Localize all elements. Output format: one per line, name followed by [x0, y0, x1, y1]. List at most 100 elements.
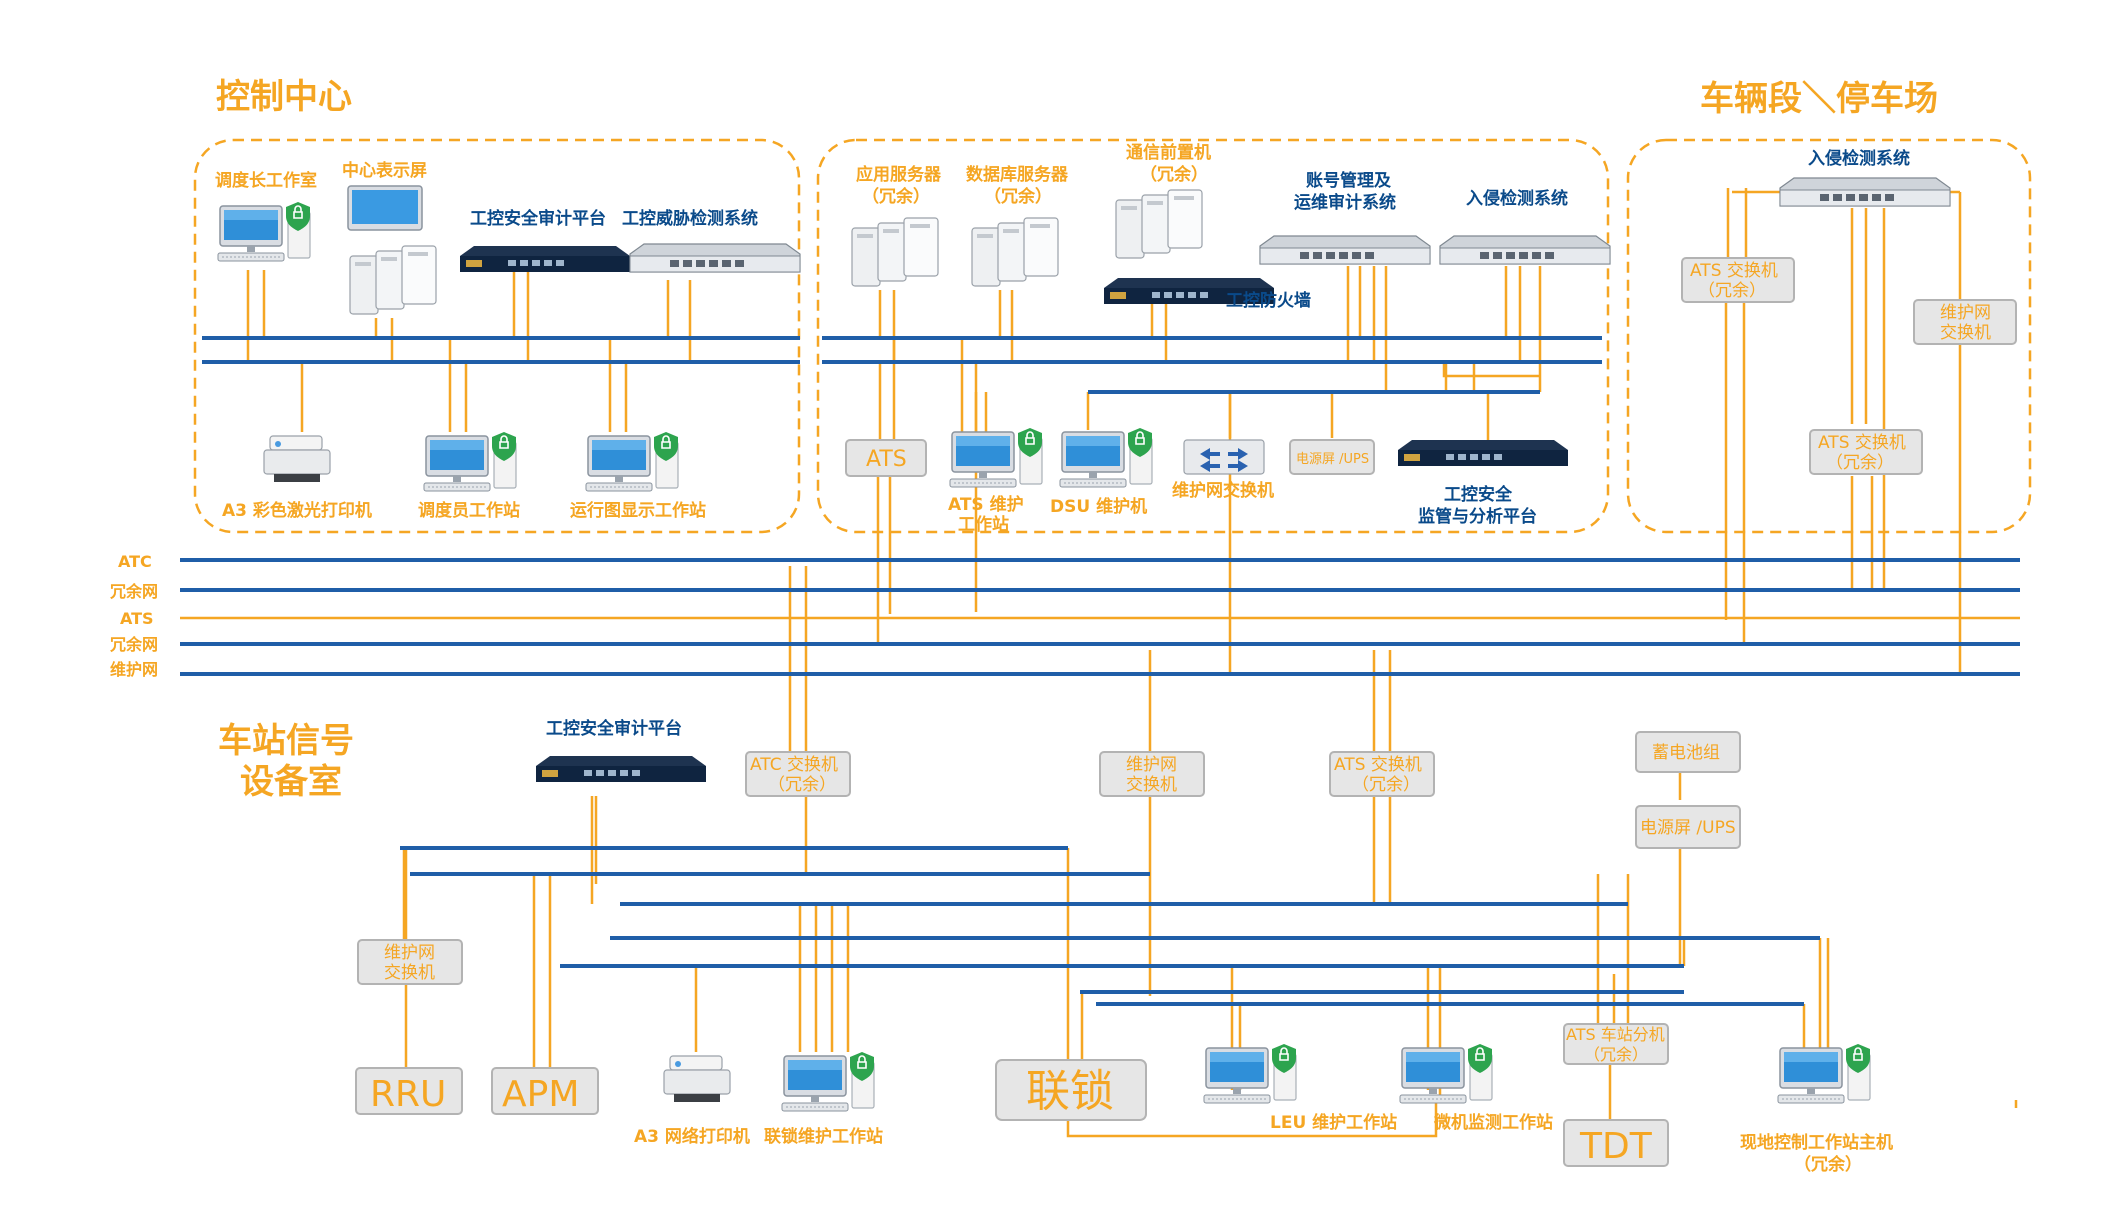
label-app-server-2: （冗余）: [862, 186, 930, 207]
svg-text:（冗余）: （冗余）: [1698, 281, 1766, 301]
rack-device-icon: [1779, 177, 1951, 207]
svg-text:（冗余）: （冗余）: [1584, 1045, 1648, 1064]
label-threat-detection: 工控威胁检测系统: [622, 208, 758, 229]
label-operation-graph-workstation: 运行图显示工作站: [570, 500, 706, 521]
server-icon: [851, 217, 939, 287]
rack-device-icon: [1259, 235, 1431, 265]
bus-label-redundant-a: 冗余网: [109, 582, 158, 601]
label-account-mgmt-1: 账号管理及: [1306, 170, 1392, 191]
svg-text:维护网: 维护网: [1940, 303, 1991, 323]
svg-text:ATC 交换机: ATC 交换机: [750, 755, 838, 775]
rack-device-icon: [536, 756, 706, 782]
svg-text:ATS 交换机: ATS 交换机: [1818, 433, 1906, 453]
title-depot: 车辆段＼停车场: [1700, 79, 1938, 119]
ats-station-box: ATS 车站分机 （冗余）: [1563, 1023, 1669, 1065]
label-a3-network-printer: A3 网络打印机: [634, 1126, 750, 1147]
workstation-icon: [217, 201, 311, 262]
svg-text:交换机: 交换机: [1940, 323, 1991, 343]
title-control-center: 控制中心: [216, 77, 352, 117]
station-power-ups: 电源屏 /UPS: [1635, 805, 1741, 849]
rack-device-icon: [1398, 440, 1568, 466]
label-dsu-maint: DSU 维护机: [1050, 496, 1147, 517]
label-ats-maint-1: ATS 维护: [948, 494, 1024, 515]
workstation-icon: [585, 431, 679, 492]
label-dispatcher-chief-room: 调度长工作室: [215, 170, 317, 191]
label-local-control-2: （冗余）: [1794, 1154, 1862, 1175]
svg-text:ATS 车站分机: ATS 车站分机: [1566, 1025, 1665, 1044]
workstation-icon: [781, 1051, 875, 1112]
bus-label-maintenance: 维护网: [110, 660, 158, 679]
orange-buses: [180, 616, 2020, 620]
svg-text:维护网: 维护网: [384, 943, 435, 963]
bus-label-ats: ATS: [120, 609, 154, 628]
switch-icon: [1183, 439, 1265, 475]
station-maint-switch: 维护网 交换机: [1099, 751, 1205, 797]
label-app-server-1: 应用服务器: [856, 164, 942, 185]
svg-text:RRU: RRU: [370, 1074, 446, 1115]
server-icon: [349, 245, 437, 315]
label-db-server-2: （冗余）: [984, 186, 1052, 207]
printer-icon: [263, 435, 331, 483]
apm-box: APM: [491, 1067, 599, 1115]
title-station-room-line1: 车站信号: [218, 721, 354, 761]
label-supervision-1: 工控安全: [1444, 484, 1513, 505]
label-micro-monitor: 微机监测工作站: [1433, 1112, 1553, 1133]
workstation-icon: [423, 431, 517, 492]
station-atc-switch: ATC 交换机 （冗余）: [745, 751, 851, 797]
label-firewall: 工控防火墙: [1226, 290, 1311, 311]
server-zone-region: [816, 138, 1610, 534]
label-depot-intrusion-detection: 入侵检测系统: [1808, 148, 1910, 169]
label-account-mgmt-2: 运维审计系统: [1294, 192, 1396, 213]
title-station-room-line2: 设备室: [240, 762, 342, 802]
bus-label-atc: ATC: [118, 552, 152, 571]
rack-device-icon: [460, 246, 630, 272]
workstation-icon: [1399, 1043, 1493, 1104]
bus-label-redundant-b: 冗余网: [109, 635, 158, 654]
power-ups-box: 电源屏 /UPS: [1289, 439, 1375, 475]
station-maint-switch-left: 维护网 交换机: [357, 939, 463, 985]
rack-device-icon: [1439, 235, 1611, 265]
label-dispatcher-workstation: 调度员工作站: [418, 500, 520, 521]
svg-text:联锁: 联锁: [1026, 1066, 1114, 1117]
label-printer: A3 彩色激光打印机: [222, 500, 372, 521]
svg-text:ATS 交换机: ATS 交换机: [1690, 261, 1778, 281]
svg-text:蓄电池组: 蓄电池组: [1652, 743, 1720, 763]
label-center-display: 中心表示屏: [342, 160, 427, 181]
workstation-icon: [1777, 1043, 1871, 1104]
label-station-audit-platform: 工控安全审计平台: [546, 718, 682, 739]
label-interlock-maint: 联锁维护工作站: [764, 1126, 883, 1147]
label-intrusion-detection: 入侵检测系统: [1466, 188, 1568, 209]
ats-server-box: ATS: [845, 439, 927, 477]
station-ats-switch: ATS 交换机 （冗余）: [1329, 751, 1435, 797]
svg-text:（冗余）: （冗余）: [1826, 453, 1894, 473]
display-screen-icon: [347, 185, 423, 231]
server-icon: [971, 217, 1059, 287]
svg-text:电源屏 /UPS: 电源屏 /UPS: [1296, 452, 1369, 467]
svg-text:交换机: 交换机: [384, 963, 435, 983]
svg-text:（冗余）: （冗余）: [768, 775, 836, 795]
label-db-server-1: 数据库服务器: [966, 164, 1069, 185]
printer-icon: [663, 1055, 731, 1103]
station-battery: 蓄电池组: [1635, 731, 1741, 773]
svg-text:ATS 交换机: ATS 交换机: [1334, 755, 1422, 775]
label-supervision-2: 监管与分析平台: [1418, 506, 1537, 527]
rack-device-icon: [629, 243, 801, 273]
blue-networks: [180, 336, 2020, 1006]
svg-text:APM: APM: [502, 1074, 579, 1115]
svg-text:（冗余）: （冗余）: [1352, 775, 1420, 795]
label-maint-switch: 维护网交换机: [1172, 480, 1274, 501]
label-leu-maint: LEU 维护工作站: [1270, 1112, 1397, 1133]
workstation-icon: [1203, 1043, 1297, 1104]
label-comm-frontend-1: 通信前置机: [1126, 142, 1211, 163]
workstation-icon: [949, 427, 1043, 488]
tdt-box: TDT: [1563, 1119, 1669, 1167]
label-comm-frontend-2: （冗余）: [1140, 164, 1208, 185]
interlock-box: 联锁: [995, 1059, 1147, 1121]
svg-text:电源屏 /UPS: 电源屏 /UPS: [1640, 818, 1736, 838]
svg-text:交换机: 交换机: [1126, 775, 1177, 795]
depot-region: [1626, 138, 2032, 534]
label-audit-platform: 工控安全审计平台: [470, 208, 606, 229]
svg-text:维护网: 维护网: [1126, 755, 1177, 775]
depot-ats-switch-b: ATS 交换机 （冗余）: [1809, 429, 1923, 475]
